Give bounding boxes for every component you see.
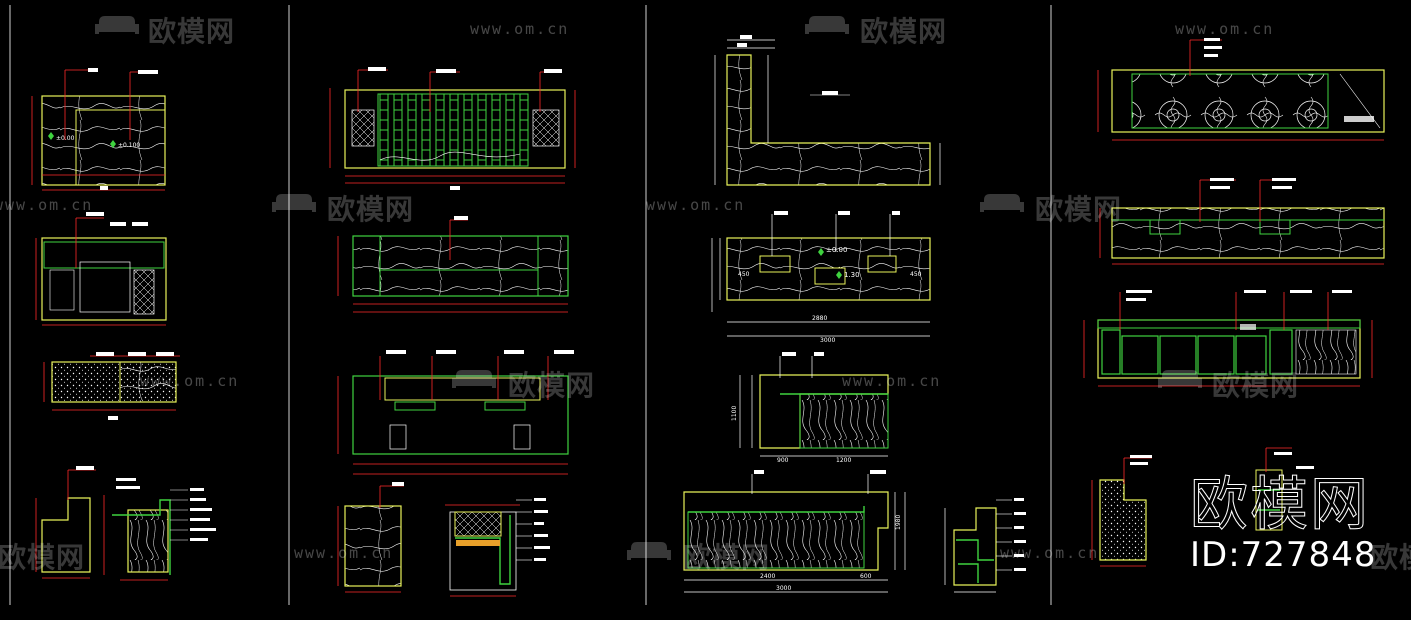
sofa-logo-icon xyxy=(1158,370,1202,388)
sofa-logo-icon xyxy=(95,16,139,34)
col3-section-small xyxy=(944,498,1026,593)
watermark-url-1: www.om.cn xyxy=(470,20,570,38)
watermark-url-7: www.om.cn xyxy=(294,544,394,562)
watermark-brand-7: 欧模网 xyxy=(1212,369,1300,402)
dim-450-a: 450 xyxy=(738,271,750,278)
watermark-brand-8: 欧模网 xyxy=(0,541,86,574)
watermark-url-5: www.om.cn xyxy=(140,372,240,390)
level-mark-0: ±0.00 xyxy=(56,135,75,142)
col2-marble-elevation xyxy=(337,216,569,313)
watermark-brand-6: 欧模网 xyxy=(1035,193,1123,226)
sofa-logo-icon xyxy=(805,16,849,34)
watermark-brand-2: 欧模网 xyxy=(327,193,415,226)
col1-plan-view: ±0.00 ±0.100 xyxy=(31,68,166,191)
level-mark-2: ±0.00 xyxy=(826,246,847,254)
watermark-logo-large: 欧模网 xyxy=(1189,470,1371,538)
watermark-url-4: www.om.cn xyxy=(646,196,746,214)
col1-side-elevation xyxy=(43,352,180,420)
col1-front-elevation xyxy=(35,212,167,326)
col4-floral-panel xyxy=(1097,38,1385,141)
watermark-brand-4: 欧模网 xyxy=(683,541,771,574)
watermark-brand-3: 欧模网 xyxy=(508,369,596,402)
sofa-logo-icon xyxy=(272,194,316,212)
watermark-url-8: www.om.cn xyxy=(1000,544,1100,562)
watermark-url-3: www.om.cn xyxy=(0,196,94,214)
col2-desk-elevation xyxy=(337,350,574,475)
watermark-url-2: www.om.cn xyxy=(1175,20,1275,38)
col3-counter-section: 1100 900 1200 xyxy=(731,352,889,464)
col4-section-details xyxy=(1091,447,1314,567)
col1-section-detail xyxy=(35,466,216,581)
dim-900: 900 xyxy=(777,457,789,464)
col4-panel-elevation xyxy=(1099,178,1385,265)
dim-1100: 1100 xyxy=(731,406,738,421)
dim-600: 600 xyxy=(860,573,872,580)
level-mark-1: ±0.100 xyxy=(118,142,140,149)
dim-1980: 1980 xyxy=(895,515,902,530)
dim-2400: 2400 xyxy=(760,573,775,580)
level-mark-3: 1.30 xyxy=(844,271,860,279)
dim-3000-b: 3000 xyxy=(776,585,791,592)
dim-3000-a: 3000 xyxy=(820,337,835,344)
col3-reception-elevation: ±0.00 1.30 2880 3000 450 450 xyxy=(711,211,931,344)
col4-cabinet-elevation xyxy=(1083,290,1373,387)
sofa-logo-icon xyxy=(627,542,671,560)
col2-section-details xyxy=(337,482,550,597)
sofa-logo-icon xyxy=(980,194,1024,212)
watermark-id: ID:727848 xyxy=(1190,535,1377,575)
dim-1200: 1200 xyxy=(836,457,851,464)
col2-screen-elevation xyxy=(329,67,576,190)
dim-450-b: 450 xyxy=(910,271,922,278)
sofa-logo-icon xyxy=(452,370,496,388)
col3-counter-front: 2400 600 3000 1980 xyxy=(683,470,906,593)
watermark-brand-9: 欧模网 xyxy=(1370,541,1411,574)
watermark-brand-1: 欧模网 xyxy=(148,15,236,48)
watermark-url-6: www.om.cn xyxy=(842,372,942,390)
watermark-brand-5: 欧模网 xyxy=(860,15,948,48)
dim-2880: 2880 xyxy=(812,315,827,322)
col3-l-plan xyxy=(714,35,941,186)
column-dividers xyxy=(9,5,1052,605)
